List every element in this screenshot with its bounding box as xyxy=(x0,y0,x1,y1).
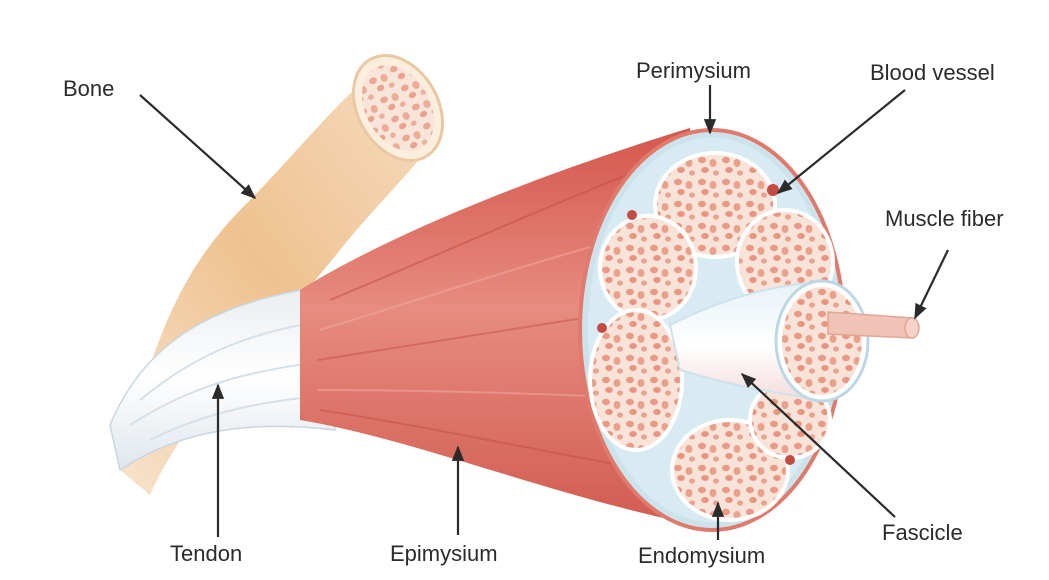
arrow-blood-vessel xyxy=(778,90,905,193)
label-tendon: Tendon xyxy=(170,543,242,565)
label-endomysium: Endomysium xyxy=(638,545,765,567)
label-epimysium: Epimysium xyxy=(390,543,498,565)
muscle-fiber-shape xyxy=(828,312,919,338)
arrow-muscle-fiber xyxy=(915,250,948,318)
label-fascicle: Fascicle xyxy=(882,522,963,544)
arrow-bone xyxy=(140,95,255,198)
label-bone: Bone xyxy=(63,78,114,100)
label-perimysium: Perimysium xyxy=(636,60,751,82)
label-blood-vessel: Blood vessel xyxy=(870,62,995,84)
label-muscle-fiber: Muscle fiber xyxy=(885,208,1004,230)
